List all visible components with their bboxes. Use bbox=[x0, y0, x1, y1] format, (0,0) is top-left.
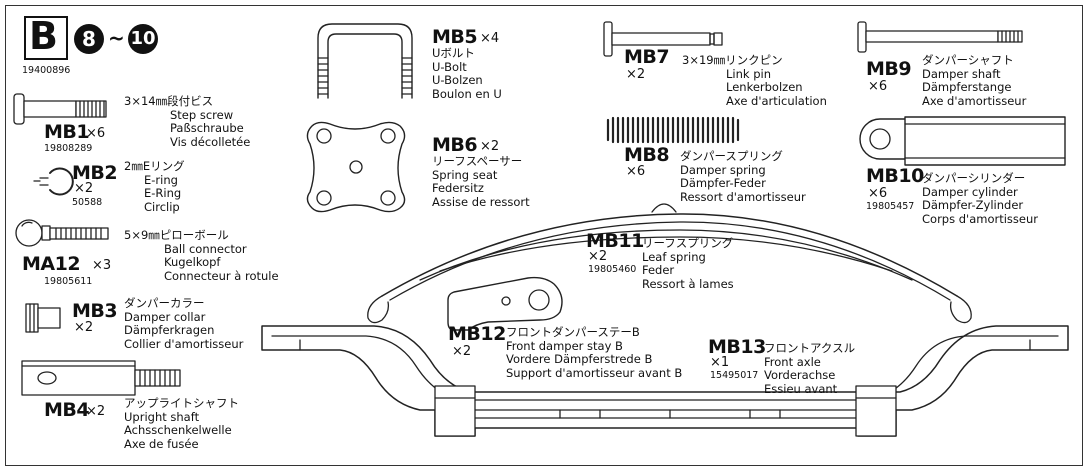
mb6-code: MB6 bbox=[432, 134, 478, 156]
mb5-qty: ×4 bbox=[480, 31, 500, 46]
mb11-qty: ×2 bbox=[588, 249, 608, 264]
mb13-description: フロントアクスル Front axle Vorderachse Essieu a… bbox=[764, 341, 856, 397]
mb10-qty: ×6 bbox=[868, 186, 888, 201]
mb8-description: ダンパースプリング Damper spring Dämpfer-Feder Re… bbox=[680, 149, 806, 205]
mb6-spring-seat-drawing bbox=[306, 121, 406, 213]
ma12-description: 5×9㎜ピローボール Ball connector Kugelkopf Conn… bbox=[124, 228, 279, 284]
mb4-upright-shaft-drawing bbox=[21, 360, 181, 396]
mb9-qty: ×6 bbox=[868, 79, 888, 94]
mb8-qty: ×6 bbox=[626, 164, 646, 179]
mb11-leaf-spring-drawing bbox=[367, 203, 972, 324]
step-to-badge: 10 bbox=[128, 24, 158, 54]
mb3-code: MB3 bbox=[72, 300, 118, 322]
mb4-code: MB4 bbox=[44, 399, 90, 421]
mb6-qty: ×2 bbox=[480, 139, 500, 154]
mb13-qty: ×1 bbox=[710, 355, 730, 370]
mb2-description: 2㎜Eリング E-ring E-Ring Circlip bbox=[124, 159, 185, 215]
mb1-qty: ×6 bbox=[86, 126, 106, 141]
mb5-description: Uボルト U-Bolt U-Bolzen Boulon en U bbox=[432, 46, 502, 102]
step-range-tilde: ~ bbox=[108, 26, 125, 50]
ma12-part-number: 19805611 bbox=[44, 276, 93, 287]
mb3-damper-collar-drawing bbox=[25, 303, 61, 333]
mb13-part-number: 15495017 bbox=[710, 370, 759, 381]
diagram-frame bbox=[5, 5, 1083, 466]
mb1-part-number: 19808289 bbox=[44, 143, 93, 154]
bag-number: 19400896 bbox=[22, 65, 71, 76]
mb8-code: MB8 bbox=[624, 144, 670, 166]
mb1-description: 3×14㎜段付ビス Step screw Paßschraube Vis déc… bbox=[124, 94, 251, 150]
mb10-description: ダンパーシリンダー Damper cylinder Dämpfer-Zylind… bbox=[922, 171, 1038, 227]
mb13-front-axle-drawing bbox=[261, 325, 1069, 437]
mb12-description: フロントダンパーステーB Front damper stay B Vordere… bbox=[506, 325, 683, 381]
section-letter-box bbox=[24, 16, 68, 60]
mb11-code: MB11 bbox=[586, 230, 644, 252]
mb3-description: ダンパーカラー Damper collar Dämpferkragen Coll… bbox=[124, 296, 244, 352]
mb1-code: MB1 bbox=[44, 121, 90, 143]
mb1-step-screw-drawing bbox=[13, 93, 107, 125]
mb5-code: MB5 bbox=[432, 26, 478, 48]
mb12-code: MB12 bbox=[448, 323, 506, 345]
mb13-code: MB13 bbox=[708, 336, 766, 358]
mb2-e-ring-drawing bbox=[33, 167, 74, 196]
mb7-link-pin-drawing bbox=[603, 21, 723, 57]
mb4-qty: ×2 bbox=[86, 404, 106, 419]
mb9-code: MB9 bbox=[866, 58, 912, 80]
mb3-qty: ×2 bbox=[74, 320, 94, 335]
step-from-badge: 8 bbox=[74, 24, 104, 54]
ma12-qty: ×3 bbox=[92, 258, 112, 273]
mb2-part-number: 50588 bbox=[72, 197, 103, 208]
mb7-code: MB7 bbox=[624, 46, 670, 68]
mb9-description: ダンパーシャフト Damper shaft Dämpferstange Axe … bbox=[922, 53, 1027, 109]
mb2-code: MB2 bbox=[72, 162, 118, 184]
mb9-damper-shaft-drawing bbox=[857, 21, 1023, 53]
mb7-qty: ×2 bbox=[626, 67, 646, 82]
mb6-description: リーフスペーサー Spring seat Federsitz Assise de… bbox=[432, 154, 530, 210]
mb8-damper-spring-drawing bbox=[606, 116, 740, 144]
mb12-front-damper-stay-drawing bbox=[447, 276, 563, 331]
ma12-code: MA12 bbox=[22, 253, 81, 275]
ma12-ball-connector-drawing bbox=[15, 219, 109, 247]
section-letter: B bbox=[29, 14, 58, 58]
mb5-u-bolt-drawing bbox=[317, 23, 413, 99]
mb11-description: リーフスプリング Leaf spring Feder Ressort à lam… bbox=[642, 236, 734, 292]
mb10-code: MB10 bbox=[866, 165, 924, 187]
mb10-damper-cylinder-drawing bbox=[859, 116, 1066, 166]
mb11-part-number: 19805460 bbox=[588, 264, 637, 275]
mb7-description: 3×19㎜リンクピン Link pin Lenkerbolzen Axe d'a… bbox=[682, 53, 827, 109]
mb2-qty: ×2 bbox=[74, 181, 94, 196]
mb12-qty: ×2 bbox=[452, 344, 472, 359]
mb10-part-number: 19805457 bbox=[866, 201, 915, 212]
mb4-description: アップライトシャフト Upright shaft Achsschenkelwel… bbox=[124, 396, 239, 452]
